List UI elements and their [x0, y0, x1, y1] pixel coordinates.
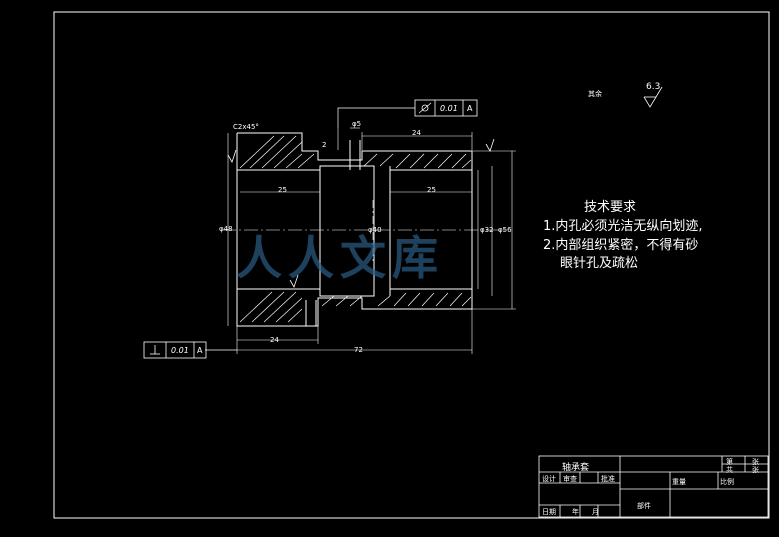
drawing-frame: [53, 11, 770, 519]
tolerance-top-datum: A: [467, 104, 473, 113]
sheet-label-4: 张: [752, 466, 759, 474]
scale-label: 比例: [720, 478, 734, 486]
bore-right-label: 25: [427, 186, 436, 194]
roughness-symbol-icon: [227, 86, 663, 288]
small-dim-label: 2: [322, 141, 327, 149]
roughness-value: 6.3: [646, 82, 661, 92]
tech-req-line-2: 2.内部组织紧密，不得有砂: [543, 238, 699, 253]
section-hatching: [239, 135, 472, 323]
check-label: 审查: [563, 475, 577, 483]
dia-center-label: φ40: [368, 226, 382, 234]
dimension-lines: [227, 127, 516, 354]
dia-left-label: φ48: [219, 225, 233, 233]
watermark: 人人文库: [236, 231, 444, 285]
tech-req-title: 技术要求: [584, 200, 637, 215]
tolerance-top-value: 0.01: [440, 104, 458, 113]
total-length-label: 72: [354, 346, 363, 354]
sheet-label-2: 张: [752, 458, 759, 466]
sheet-label-1: 第: [726, 458, 733, 466]
roughness-other-label: 其余: [588, 90, 602, 98]
dia-outer-label: φ56: [498, 226, 512, 234]
part-name: 轴承套: [562, 463, 590, 473]
tolerance-frame-top: [414, 99, 478, 117]
sheet-label-3: 共: [726, 466, 733, 474]
dia-right-label: φ32: [480, 226, 494, 234]
chamfer-label: C2x45°: [233, 123, 259, 131]
title-block: [538, 455, 769, 518]
year-label: 年: [572, 508, 579, 516]
design-label: 设计: [542, 475, 556, 483]
weight-label: 重量: [672, 478, 686, 486]
approve-label: 批准: [601, 475, 615, 483]
tech-req-line-3: 眼针孔及疏松: [560, 256, 639, 271]
tolerance-leaders: [205, 107, 415, 351]
top-length-label: 24: [412, 129, 421, 137]
tolerance-frame-bottom: [143, 341, 207, 359]
hole-diameter-label: φ5: [352, 120, 362, 128]
tech-req-line-1: 1.内孔必须光洁无纵向划迹,: [543, 219, 703, 234]
tolerance-bottom-value: 0.01: [171, 346, 189, 355]
tolerance-bottom-datum: A: [197, 346, 203, 355]
bore-left-label: 25: [278, 186, 287, 194]
bottom-left-length-label: 24: [270, 336, 279, 344]
month-label: 月: [592, 508, 599, 516]
material-label: 部件: [637, 502, 651, 510]
date-label: 日期: [542, 508, 556, 516]
